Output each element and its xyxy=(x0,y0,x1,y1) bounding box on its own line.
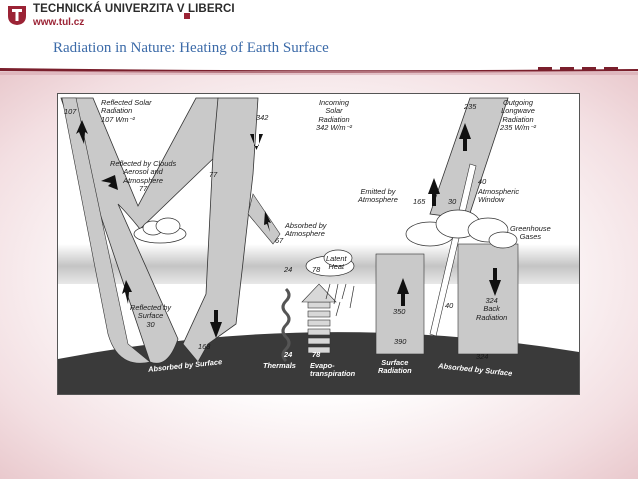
energy-flow-graphic xyxy=(58,97,579,394)
evapotranspiration-column xyxy=(301,283,337,354)
arrow-outgoing-up xyxy=(459,123,471,151)
label-back-radiation: 324 Back Radiation xyxy=(476,296,508,322)
surface-radiation-column xyxy=(375,253,425,355)
cloud-left xyxy=(133,217,187,244)
arrow-absorbed-atmos xyxy=(264,211,271,232)
label-77-right: 77 xyxy=(209,170,218,179)
label-24-bottom: 24 xyxy=(284,350,293,359)
label-greenhouse-gases: Greenhouse Gases xyxy=(510,224,551,242)
label-78-mid: 78 xyxy=(312,265,321,274)
label-165: 165 xyxy=(413,197,426,206)
arrow-surface-reflect-up xyxy=(122,280,132,304)
label-atmospheric-window: Atmospheric Window xyxy=(478,187,520,205)
label-168: 168 xyxy=(198,342,211,351)
label-surface-radiation: Surface Radiation xyxy=(378,358,412,376)
label-350: 350 xyxy=(393,307,406,316)
arrow-clouds-left xyxy=(101,175,118,190)
label-67: 67 xyxy=(275,236,284,245)
flow-arrows xyxy=(76,120,501,338)
label-reflected-solar: Reflected Solar Radiation 107 Wm⁻² xyxy=(101,98,152,124)
brand-square xyxy=(184,13,190,19)
arrow-back-down xyxy=(489,268,501,296)
university-logo xyxy=(6,4,28,26)
label-342-top: 342 xyxy=(256,113,269,122)
earth-energy-budget-diagram: 107 Reflected Solar Radiation 107 Wm⁻² 3… xyxy=(57,93,580,395)
slide-title: Radiation in Nature: Heating of Earth Su… xyxy=(53,40,329,56)
arrow-incoming-down xyxy=(250,134,263,150)
label-390: 390 xyxy=(394,337,407,346)
label-40-lower: 40 xyxy=(445,301,454,310)
arrow-absorbed-down xyxy=(210,310,222,338)
arrow-reflected-solar-up xyxy=(76,120,88,144)
arrow-emitted-up xyxy=(428,178,440,206)
label-30-window: 30 xyxy=(448,197,457,206)
label-324-bottom: 324 xyxy=(476,352,489,361)
incoming-solar-band xyxy=(182,97,259,363)
label-thermals: Thermals xyxy=(263,361,296,370)
label-absorbed-by-atmosphere: Absorbed by Atmosphere xyxy=(285,221,327,239)
label-24-mid: 24 xyxy=(284,265,293,274)
university-name: TECHNICKÁ UNIVERZITA V LIBERCI xyxy=(33,3,235,15)
label-40-window: 40 xyxy=(478,177,487,186)
label-outgoing-longwave: Outgoing Longwave Radiation 235 W/m⁻² xyxy=(500,98,536,132)
thermals-column xyxy=(281,287,291,363)
label-incoming-solar: Incoming Solar Radiation 342 W/m⁻² xyxy=(316,98,352,132)
label-235: 235 xyxy=(464,102,477,111)
back-radiation-column xyxy=(457,243,519,355)
label-reflected-clouds: Reflected by Clouds Aerosol and Atmosphe… xyxy=(110,159,177,193)
label-latent-heat: Latent Heat xyxy=(326,254,347,272)
label-107-left: 107 xyxy=(64,107,77,116)
cloud-latent-heat xyxy=(305,249,355,277)
label-evapotranspiration: Evapo- transpiration xyxy=(310,361,356,379)
label-78-bottom: 78 xyxy=(312,350,321,359)
label-emitted-by-atmosphere: Emitted by Atmosphere xyxy=(358,187,398,205)
university-url[interactable]: www.tul.cz xyxy=(33,17,85,28)
rain-streaks xyxy=(325,283,355,317)
title-divider xyxy=(0,67,638,75)
label-reflected-surface: Reflected by Surface 30 xyxy=(130,303,172,329)
arrow-surface-up xyxy=(397,278,409,306)
cloud-right xyxy=(405,209,518,249)
